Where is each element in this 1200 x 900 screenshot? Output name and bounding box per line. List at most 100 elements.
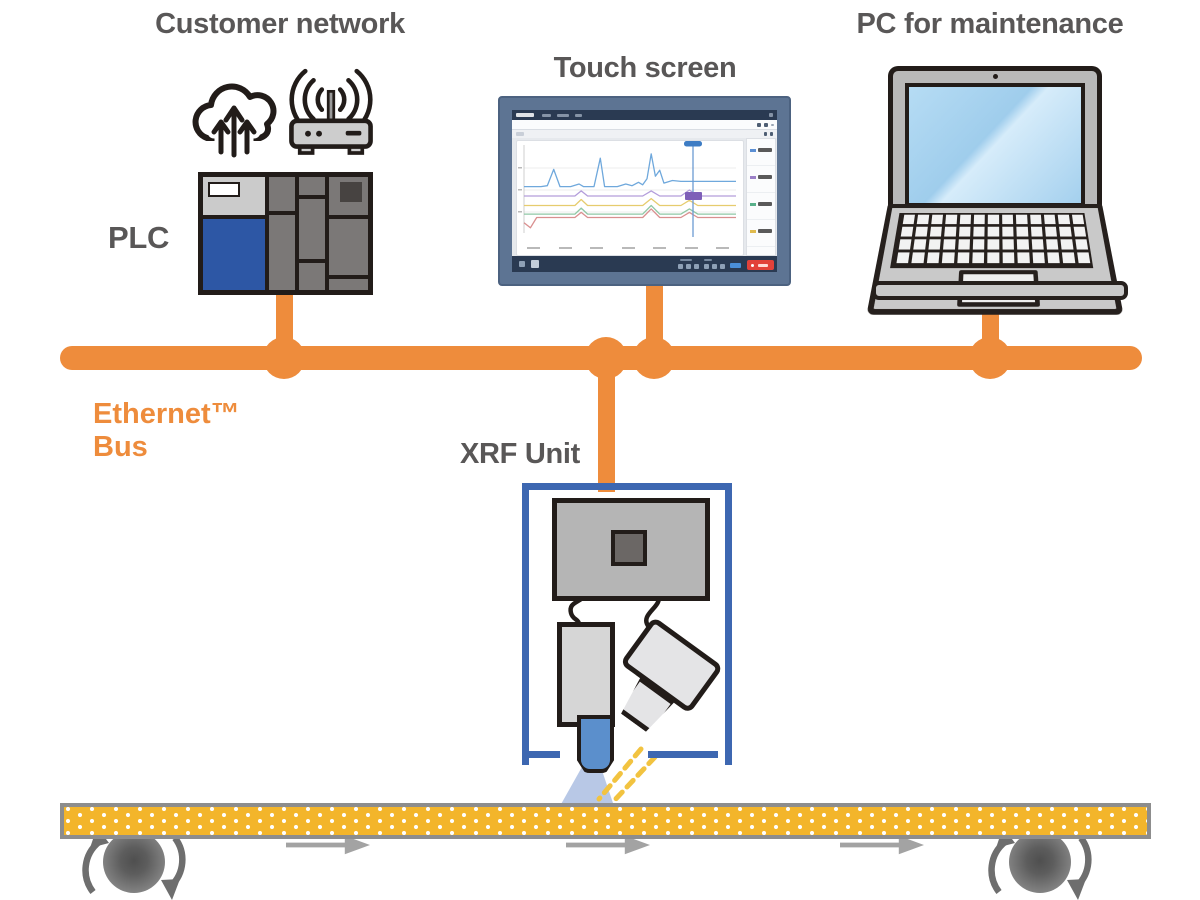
more-icon[interactable]	[770, 132, 773, 136]
xray-tube	[557, 622, 615, 727]
legend-item-series-yellow[interactable]	[747, 220, 775, 247]
plc-module	[269, 177, 295, 211]
apply-button[interactable]	[730, 263, 741, 268]
plc-cpu-top	[203, 177, 265, 215]
menu-item[interactable]	[575, 113, 582, 117]
cloud-upload-icon	[192, 83, 277, 160]
bus-junction-laptop	[969, 337, 1011, 379]
status-caption	[704, 258, 712, 261]
collapse-icon[interactable]	[771, 124, 774, 126]
xrf-enclosure-bottom-left	[522, 751, 560, 758]
legend-value	[758, 229, 772, 233]
plc-module	[329, 279, 368, 290]
chart-series-purple	[524, 189, 736, 197]
bus-junction-xrf	[585, 337, 627, 379]
touch-screen-monitor	[498, 96, 791, 286]
spectrum-chart-panel	[516, 140, 744, 256]
toolbar-row-1	[512, 120, 777, 130]
control-icon[interactable]	[704, 264, 709, 269]
grid-view-icon[interactable]	[757, 122, 761, 127]
laptop-base	[866, 204, 1124, 315]
chart-series-red	[523, 208, 736, 229]
router-port	[345, 130, 362, 136]
plc-module	[329, 177, 368, 215]
router-led-1	[305, 130, 311, 137]
x-axis-ticks	[527, 247, 729, 250]
legend-item-series-purple[interactable]	[747, 166, 775, 193]
trend-chart	[518, 141, 736, 237]
menu-item[interactable]	[557, 113, 569, 117]
router-led-2	[316, 130, 322, 137]
roller-right	[1009, 831, 1071, 893]
xrf-controller	[552, 498, 710, 601]
record-button-text	[758, 264, 768, 267]
series-legend-panel	[746, 138, 776, 256]
app-logo	[516, 113, 534, 117]
chart-series-group	[523, 153, 736, 229]
plc-module	[269, 215, 295, 290]
laptop-lid	[888, 66, 1102, 218]
chart-content-area	[512, 138, 777, 256]
router-body	[289, 118, 373, 149]
legend-color-swatch	[750, 230, 756, 233]
controller-port	[611, 530, 647, 566]
control-icon[interactable]	[678, 264, 683, 269]
home-icon[interactable]	[519, 261, 525, 267]
plc-module	[299, 199, 325, 259]
plc-module	[299, 263, 325, 290]
legend-value	[758, 148, 772, 152]
cursor-handle[interactable]	[684, 141, 702, 147]
pc-maintenance-label: PC for maintenance	[856, 8, 1124, 40]
touch-screen-label: Touch screen	[553, 52, 737, 84]
chart-cursor[interactable]	[684, 141, 702, 237]
control-icon[interactable]	[694, 264, 699, 269]
xrf-unit-label: XRF Unit	[459, 438, 580, 470]
record-button[interactable]	[747, 260, 774, 270]
legend-color-swatch	[750, 176, 756, 179]
legend-color-swatch	[750, 149, 756, 152]
legend-value	[758, 175, 772, 179]
detector-beam	[596, 746, 658, 806]
plc-label: PLC	[108, 220, 170, 255]
laptop-screen	[905, 83, 1085, 207]
laptop-front-edge	[872, 281, 1128, 300]
settings-icon[interactable]	[764, 132, 767, 136]
app-top-bar	[512, 110, 777, 120]
chart-series-green	[524, 204, 736, 215]
webcam-icon	[993, 74, 998, 79]
plc-device	[198, 172, 373, 295]
legend-item-series-green[interactable]	[747, 193, 775, 220]
bus-junction-touchscreen	[633, 337, 675, 379]
screens-icon[interactable]	[531, 260, 539, 268]
xrf-enclosure-bottom-right	[648, 751, 718, 758]
ethernet-bus-label: Ethernet™ Bus	[93, 398, 240, 465]
ethernet-bus-label-line2: Bus	[93, 431, 148, 464]
customer-network-label: Customer network	[155, 8, 405, 40]
plc-module	[299, 177, 325, 195]
control-icon[interactable]	[712, 264, 717, 269]
app-bottom-bar	[512, 256, 777, 272]
roller-rotation-arrows-left	[82, 827, 186, 900]
chart-series-yellow	[524, 197, 736, 207]
xray-tube-nozzle	[577, 715, 614, 773]
bus-junction-plc	[263, 337, 305, 379]
record-dot-icon	[751, 263, 754, 267]
plc-cpu-blue	[203, 219, 265, 290]
control-icon[interactable]	[686, 264, 691, 269]
legend-value	[758, 202, 772, 206]
cursor-selection-highlight	[685, 192, 702, 200]
router-antenna	[326, 89, 336, 125]
menu-item[interactable]	[542, 113, 551, 117]
list-view-icon[interactable]	[764, 122, 768, 127]
plc-display	[208, 182, 240, 197]
upload-arrows	[211, 105, 257, 158]
monitor-screen	[512, 110, 777, 272]
bus-drop-xrf	[598, 358, 615, 492]
user-icon[interactable]	[769, 113, 773, 117]
chart-series-blue	[524, 153, 736, 188]
filter-chip[interactable]	[516, 132, 524, 136]
legend-item-series-blue[interactable]	[747, 139, 775, 166]
control-icon[interactable]	[720, 264, 725, 269]
legend-color-swatch	[750, 203, 756, 206]
